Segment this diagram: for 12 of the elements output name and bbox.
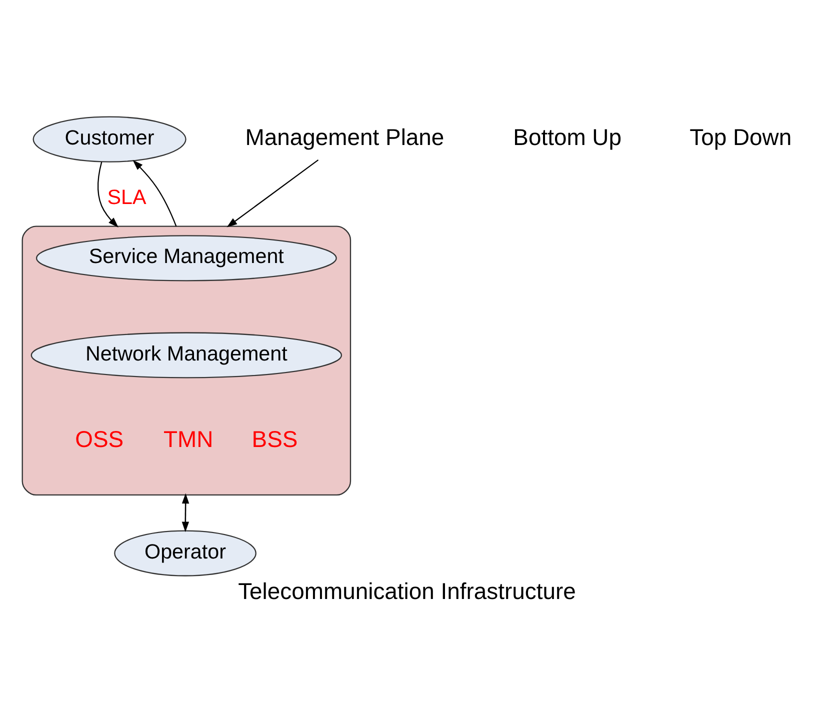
arrow <box>98 162 118 228</box>
node-ellipse: Service Management <box>36 235 337 282</box>
node-ellipse: Operator <box>114 530 256 576</box>
node-text: Management Plane <box>245 124 444 150</box>
node-ellipse: Customer <box>32 116 186 162</box>
arrow <box>132 160 177 226</box>
label: Bottom Up <box>513 124 622 150</box>
arrow <box>226 160 319 228</box>
edge-label: SLA <box>107 186 146 209</box>
node-ellipse: Network Management <box>30 332 342 378</box>
caption: Telecommunication Infrastructure <box>238 578 576 604</box>
label: Top Down <box>690 124 792 150</box>
